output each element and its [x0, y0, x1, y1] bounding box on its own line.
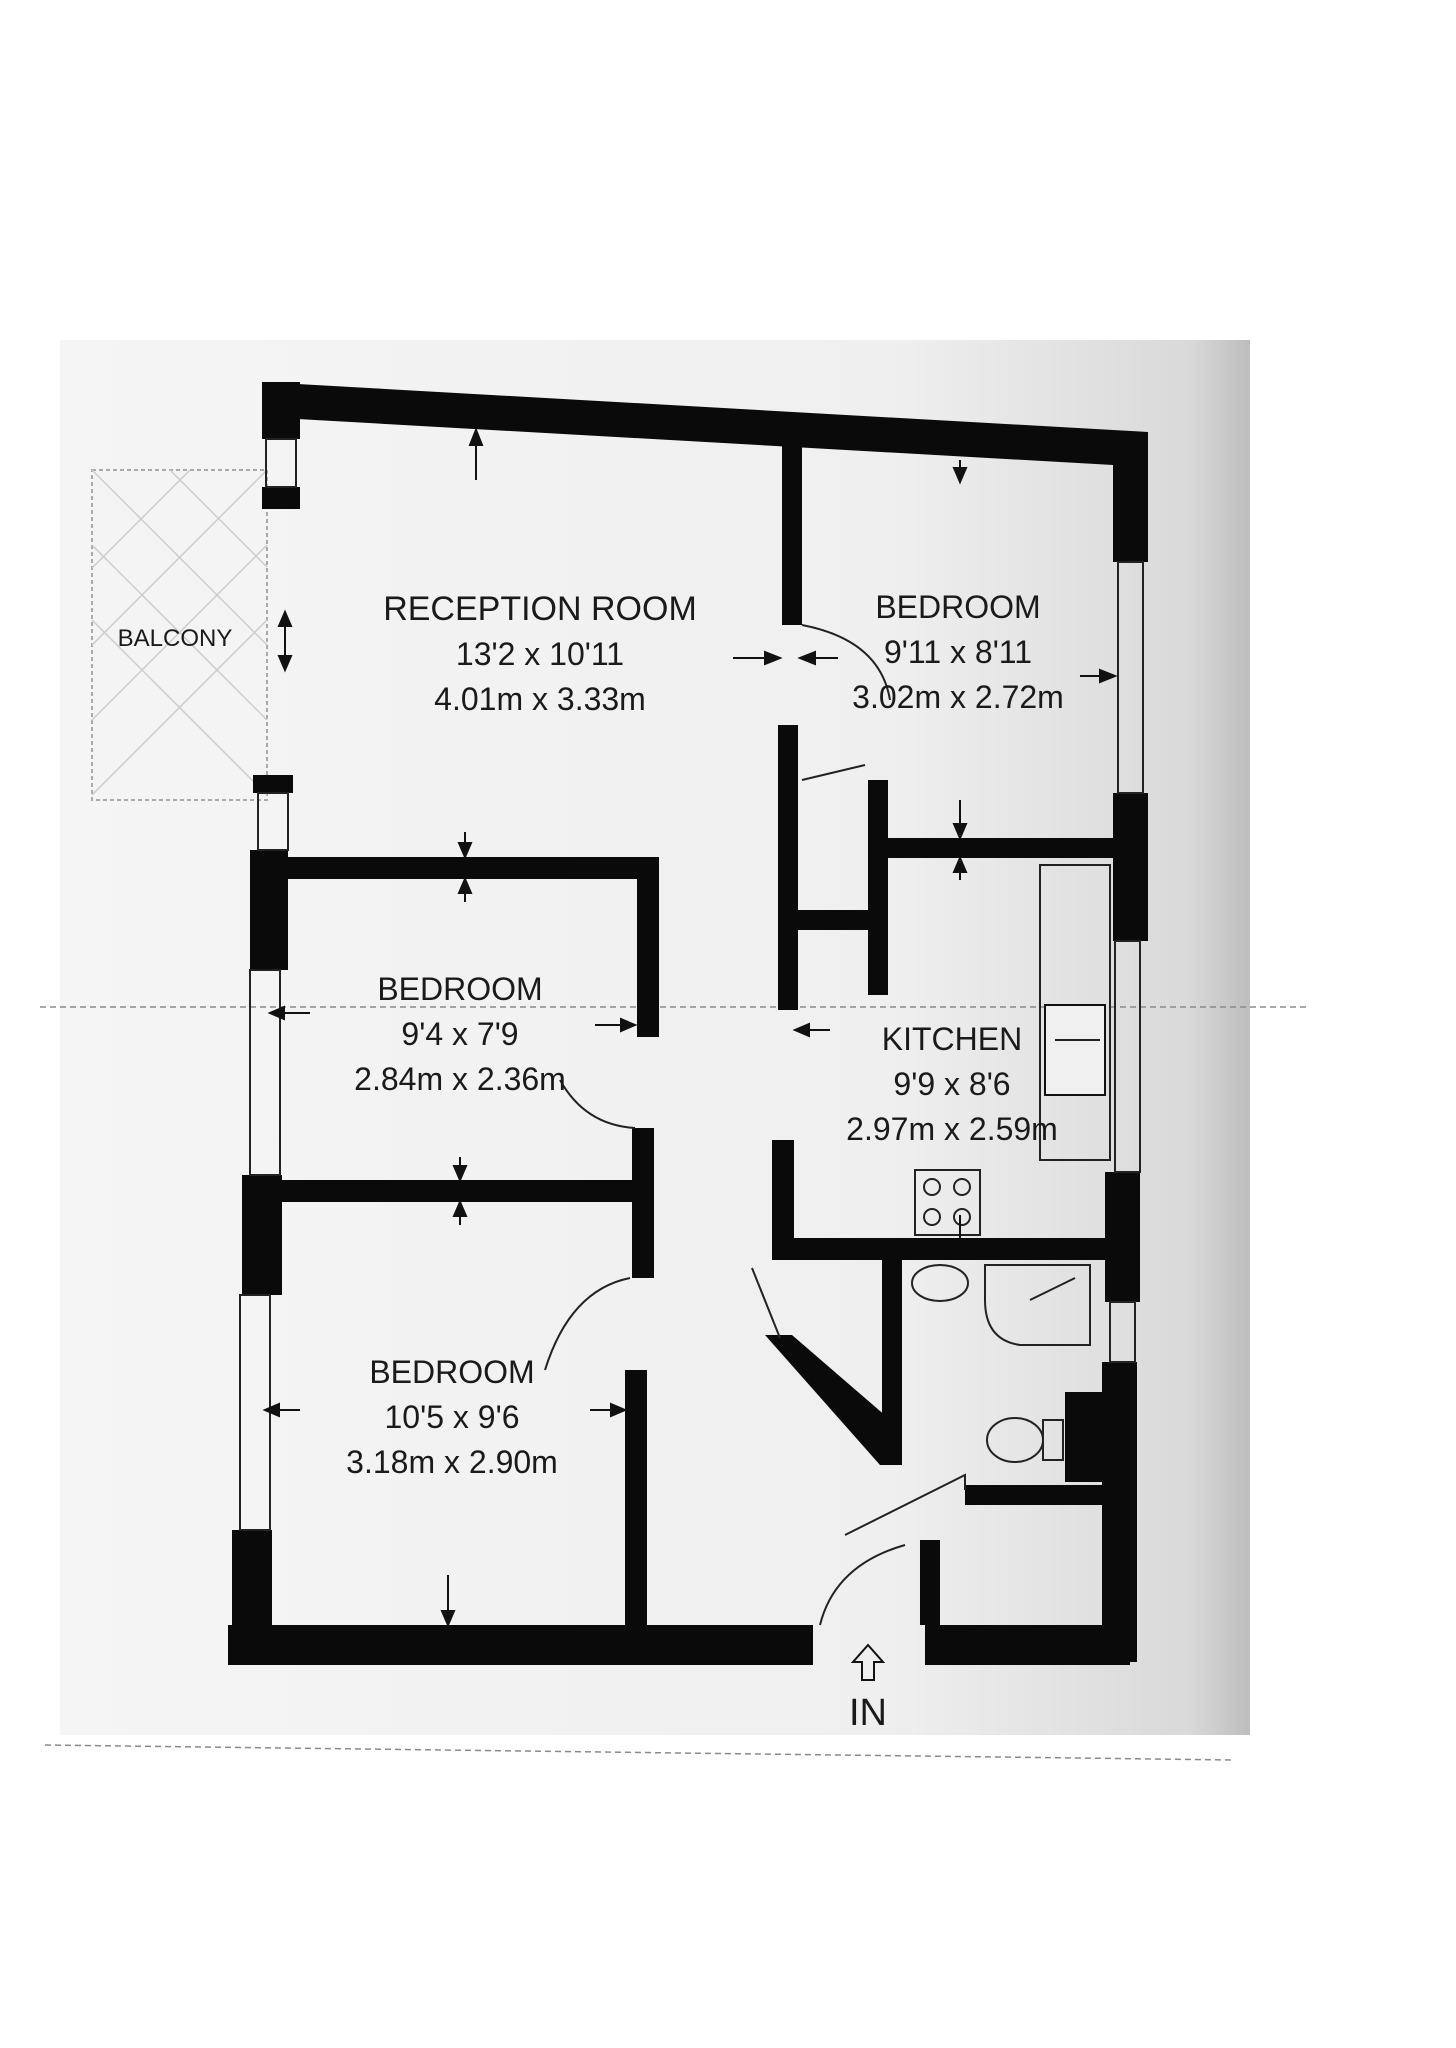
- sink-icon: [1044, 1004, 1106, 1096]
- room-name: KITCHEN: [882, 1021, 1022, 1057]
- room-metric: 4.01m x 3.33m: [434, 681, 646, 717]
- outer-walls: [228, 382, 1148, 1665]
- room-metric: 2.97m x 2.59m: [846, 1111, 1058, 1147]
- room-name: BEDROOM: [875, 589, 1040, 625]
- entrance-label: IN: [849, 1692, 887, 1734]
- basin-icon: [911, 1264, 969, 1302]
- shower-tray-icon: [984, 1264, 1091, 1346]
- door-swings: [544, 624, 966, 1626]
- hob-icon: [914, 1169, 981, 1236]
- reception-room-label: RECEPTION ROOM 13'2 x 10'11 4.01m x 3.33…: [383, 590, 697, 717]
- room-imperial: 9'4 x 7'9: [401, 1016, 518, 1052]
- balcony: [91, 469, 268, 801]
- toilet-icon: [986, 1417, 1044, 1463]
- room-imperial: 9'11 x 8'11: [884, 634, 1032, 670]
- room-name: BEDROOM: [369, 1354, 534, 1390]
- room-name: RECEPTION ROOM: [383, 590, 697, 628]
- room-metric: 3.18m x 2.90m: [346, 1444, 558, 1480]
- room-name: BEDROOM: [377, 971, 542, 1007]
- balcony-label: BALCONY: [118, 625, 233, 652]
- scan-line-bottom: [44, 1744, 1236, 1761]
- room-metric: 2.84m x 2.36m: [354, 1061, 566, 1097]
- kitchen-label: KITCHEN 9'9 x 8'6 2.97m x 2.59m: [846, 1021, 1058, 1147]
- interior-walls: [282, 445, 1113, 1630]
- bathroom-fixtures: [911, 1264, 1091, 1463]
- dimension-arrows: [262, 427, 1118, 1628]
- bedroom-top-right-label: BEDROOM 9'11 x 8'11 3.02m x 2.72m: [852, 589, 1064, 715]
- kitchen-fixtures: [914, 864, 1111, 1236]
- room-metric: 3.02m x 2.72m: [852, 679, 1064, 715]
- bedroom-bottom-label: BEDROOM 10'5 x 9'6 3.18m x 2.90m: [346, 1354, 558, 1480]
- bedroom-middle-label: BEDROOM 9'4 x 7'9 2.84m x 2.36m: [354, 971, 566, 1097]
- entrance-arrow-icon: [850, 1643, 886, 1681]
- room-imperial: 13'2 x 10'11: [456, 636, 624, 672]
- room-imperial: 9'9 x 8'6: [893, 1066, 1010, 1102]
- room-imperial: 10'5 x 9'6: [385, 1399, 520, 1435]
